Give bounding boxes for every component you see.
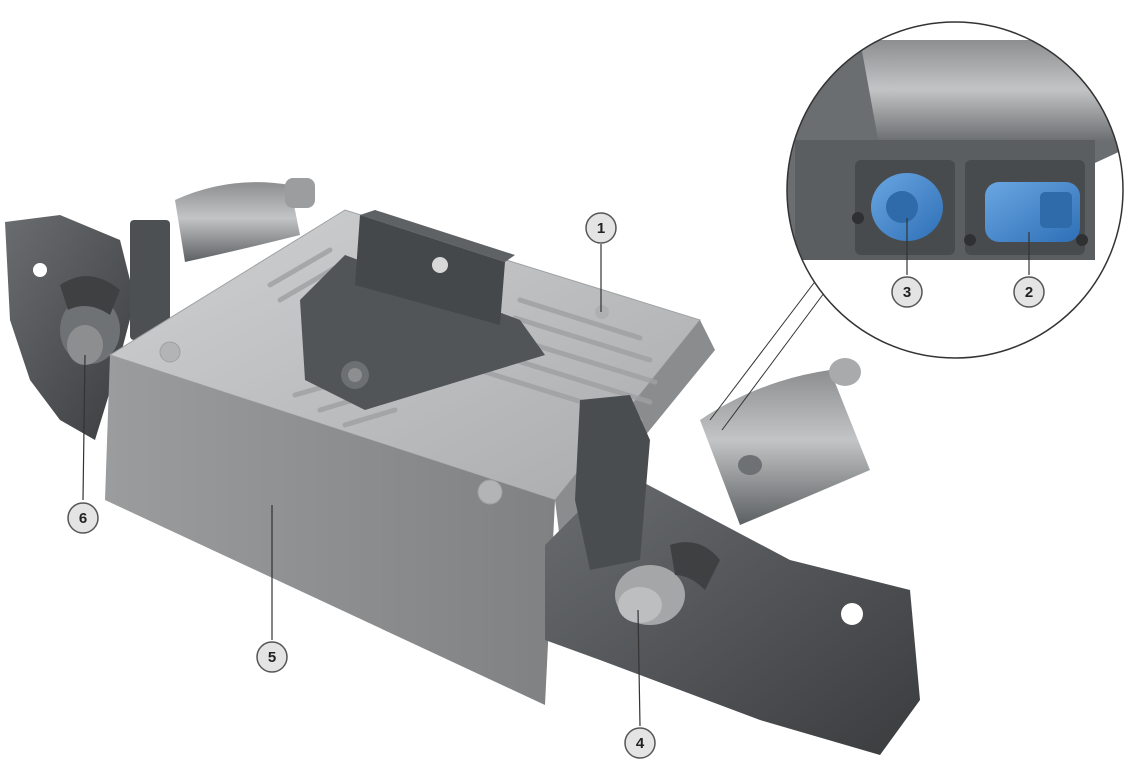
callout-6: 6 (67, 502, 99, 534)
callout-3: 3 (891, 276, 923, 308)
blue-connector-3 (871, 173, 943, 241)
left-actuator-cylinder (175, 178, 315, 262)
left-connector-plug (60, 276, 120, 365)
right-actuator-cylinder (700, 358, 870, 525)
callout-1-label: 1 (597, 220, 605, 237)
right-bracket (545, 395, 920, 755)
callout-5: 5 (256, 641, 288, 673)
callout-6-label: 6 (79, 510, 87, 527)
callout-4: 4 (624, 727, 656, 759)
zoom-leader-lines (709, 274, 831, 431)
blue-connector-2 (985, 182, 1080, 242)
callout-2: 2 (1013, 276, 1045, 308)
callout-leaders (82, 218, 1030, 727)
detail-inset (786, 21, 1124, 359)
callout-1: 1 (585, 212, 617, 244)
callout-4-label: 4 (636, 735, 645, 752)
callout-2-label: 2 (1025, 284, 1033, 301)
callout-3-label: 3 (903, 284, 911, 301)
right-connector-plug (615, 542, 720, 625)
mounting-plate (300, 210, 545, 410)
callout-5-label: 5 (268, 649, 276, 666)
